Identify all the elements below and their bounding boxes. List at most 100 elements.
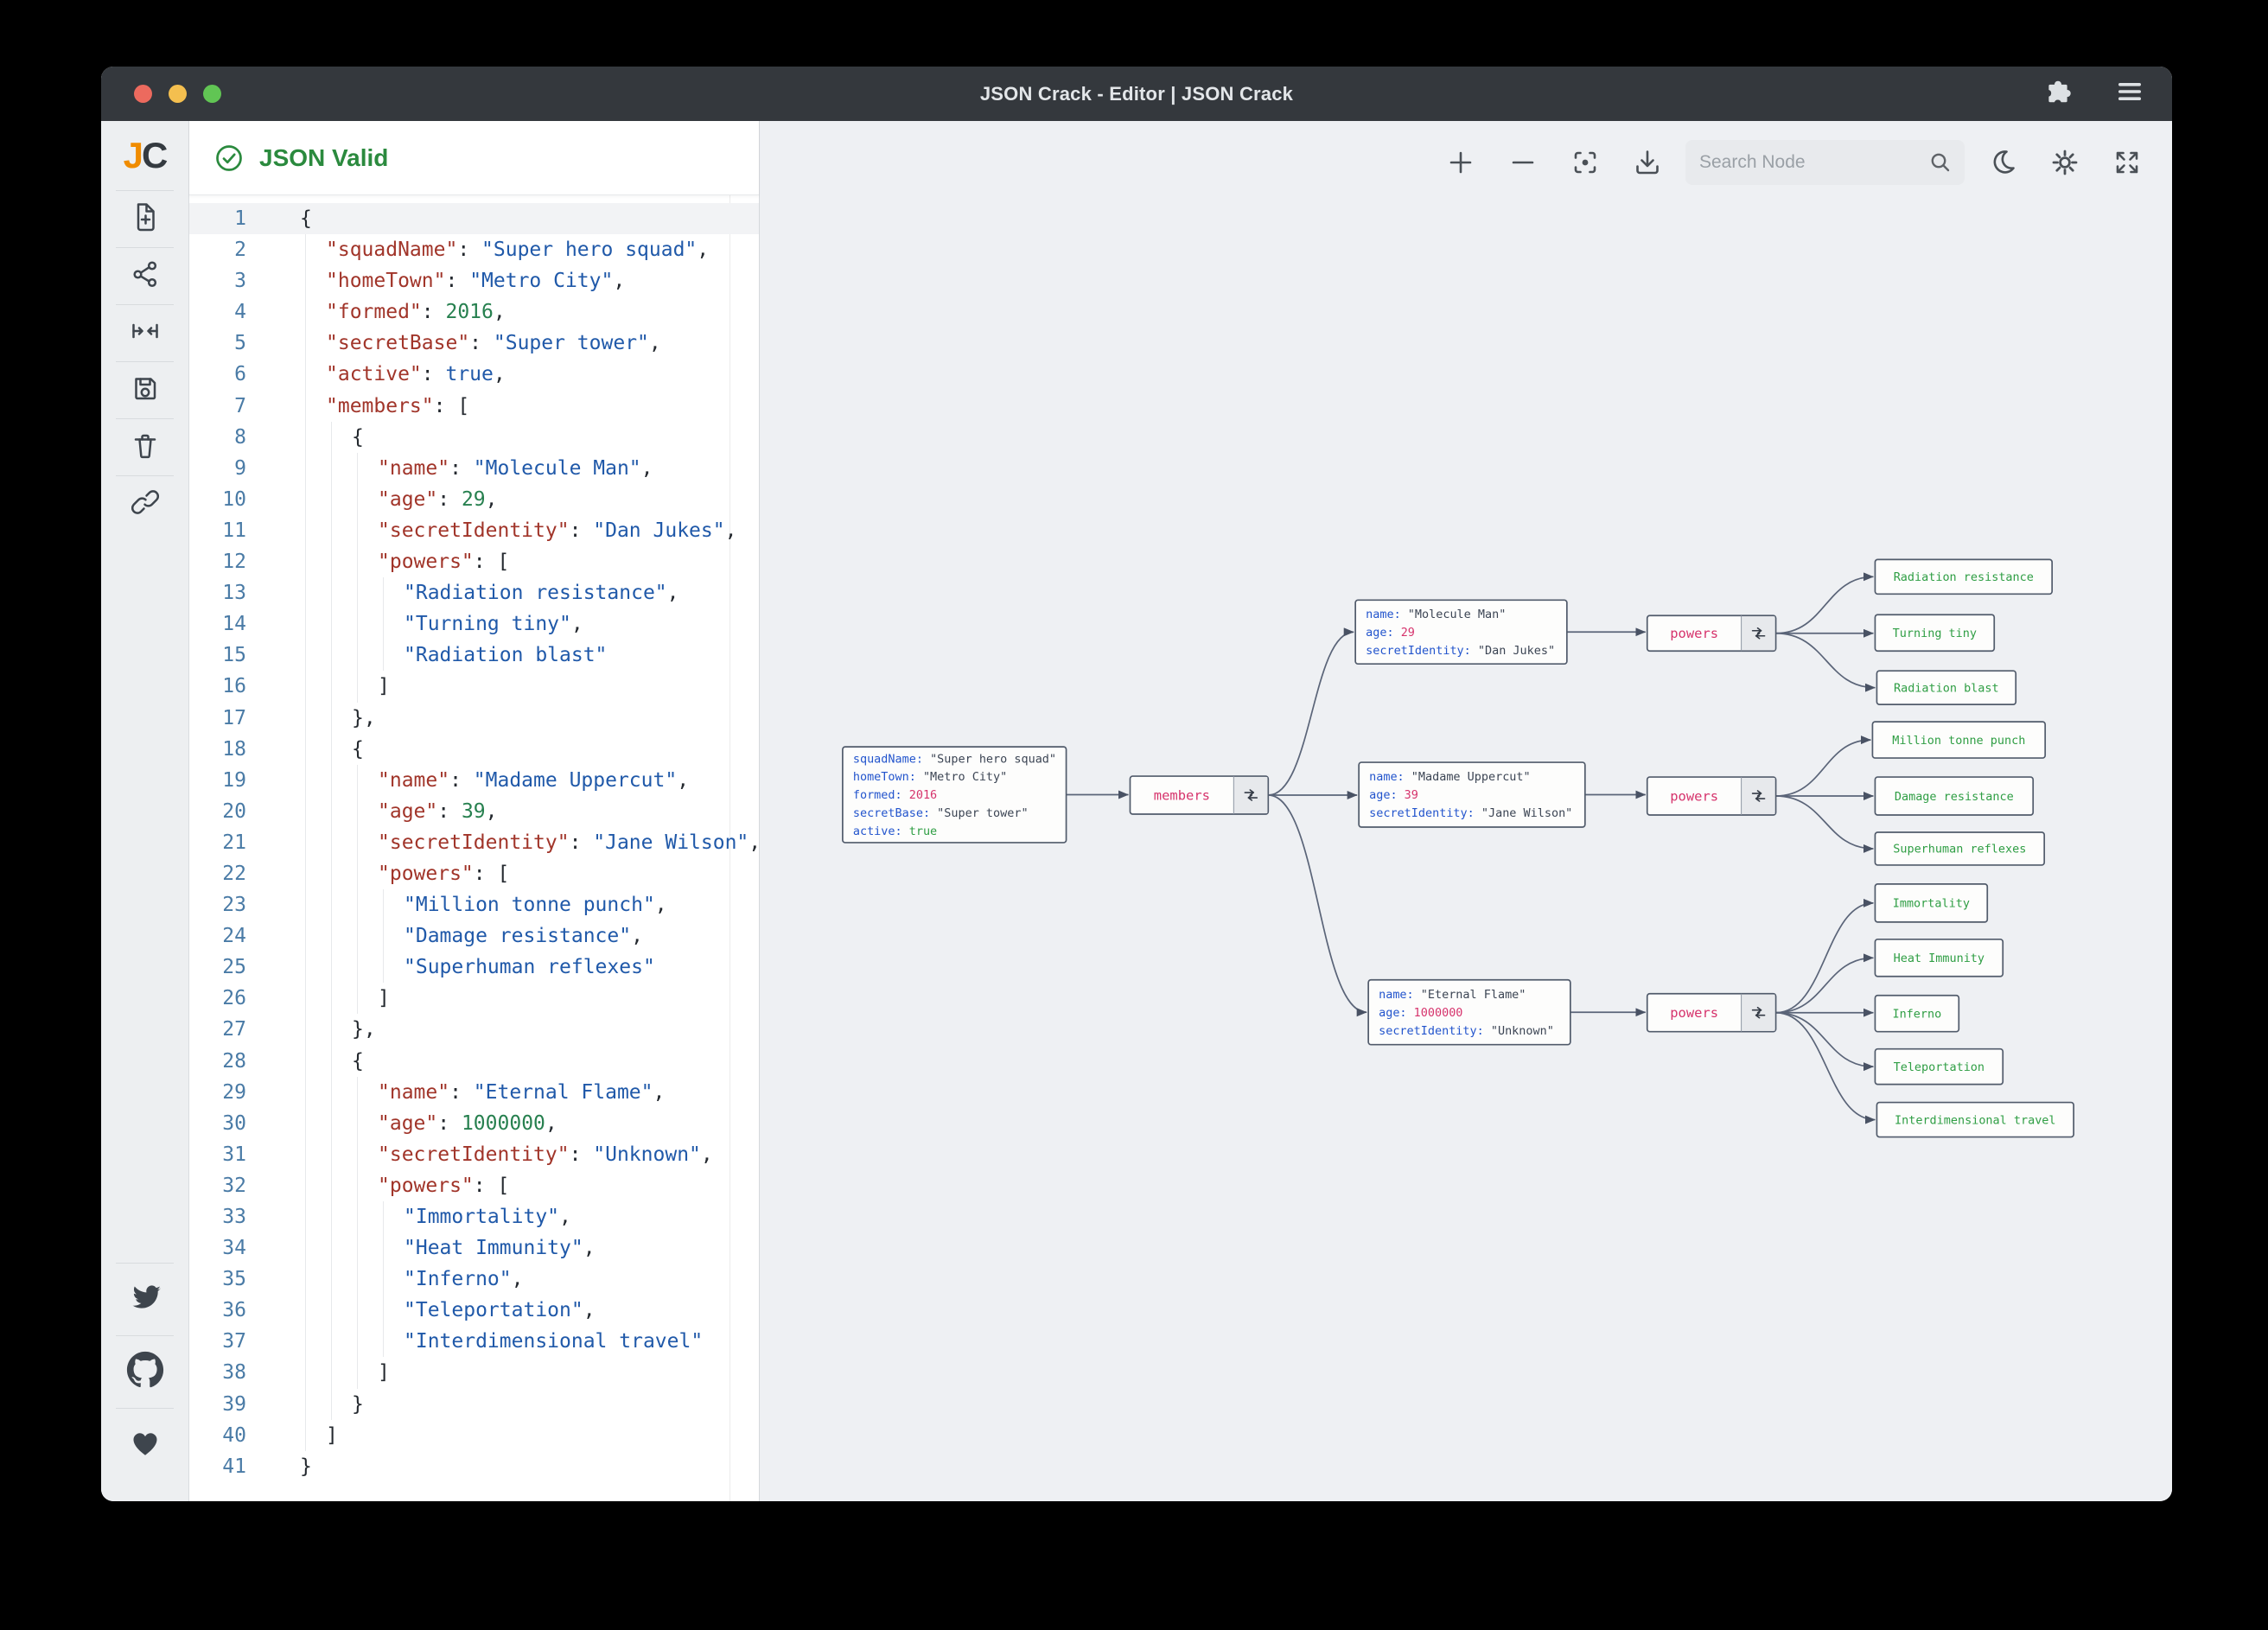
code-line[interactable]: 33"Immortality", bbox=[189, 1201, 759, 1233]
collapse-node-icon[interactable] bbox=[1244, 789, 1258, 801]
code-line[interactable]: 28{ bbox=[189, 1045, 759, 1077]
menu-icon[interactable] bbox=[2115, 79, 2144, 109]
code-line[interactable]: 24"Damage resistance", bbox=[189, 920, 759, 952]
search-icon[interactable] bbox=[1928, 150, 1953, 175]
code-line[interactable]: 41} bbox=[189, 1451, 759, 1482]
search-node-input[interactable] bbox=[1698, 151, 1928, 174]
fullscreen-button[interactable] bbox=[2108, 143, 2146, 181]
graph-node-members[interactable]: members bbox=[1129, 775, 1270, 815]
editor-scrollbar[interactable] bbox=[729, 195, 760, 1501]
code-line[interactable]: 3"homeTown": "Metro City", bbox=[189, 265, 759, 297]
code-line[interactable]: 14"Turning tiny", bbox=[189, 608, 759, 640]
code-line[interactable]: 9"name": "Molecule Man", bbox=[189, 452, 759, 484]
settings-gear-icon[interactable] bbox=[2046, 143, 2084, 181]
code-line[interactable]: 13"Radiation resistance", bbox=[189, 577, 759, 609]
code-line[interactable]: 34"Heat Immunity", bbox=[189, 1232, 759, 1264]
graph-node-l35[interactable]: Interdimensional travel bbox=[1876, 1101, 2074, 1138]
collapse-node-icon[interactable] bbox=[1751, 627, 1766, 640]
code-line[interactable]: 31"secretIdentity": "Unknown", bbox=[189, 1138, 759, 1170]
graph-node-l33[interactable]: Inferno bbox=[1874, 994, 1960, 1033]
extensions-puzzle-icon[interactable] bbox=[2042, 76, 2074, 111]
code-line[interactable]: 23"Million tonne punch", bbox=[189, 889, 759, 921]
code-line[interactable]: 26] bbox=[189, 983, 759, 1015]
graph-node-p1[interactable]: powers bbox=[1646, 614, 1777, 653]
code-line[interactable]: 16] bbox=[189, 671, 759, 703]
zoom-out-button[interactable] bbox=[1504, 143, 1542, 181]
graph-node-p3[interactable]: powers bbox=[1646, 992, 1777, 1033]
sidebar-item-share-link[interactable] bbox=[101, 475, 188, 532]
zoom-in-button[interactable] bbox=[1442, 143, 1480, 181]
code-line[interactable]: 19"name": "Madame Uppercut", bbox=[189, 764, 759, 796]
graph-node-m1[interactable]: name: "Molecule Man"age: 29secretIdentit… bbox=[1354, 599, 1568, 665]
code-area[interactable]: 1{2"squadName": "Super hero squad",3"hom… bbox=[189, 195, 759, 1501]
collapse-node-icon[interactable] bbox=[1751, 790, 1766, 802]
code-line[interactable]: 37"Interdimensional travel" bbox=[189, 1326, 759, 1358]
collapse-node-icon[interactable] bbox=[1751, 1006, 1766, 1019]
code-line[interactable]: 18{ bbox=[189, 733, 759, 765]
sidebar-item-graph-view[interactable] bbox=[101, 247, 188, 304]
graph-node-l34[interactable]: Teleportation bbox=[1874, 1047, 2004, 1086]
code-line[interactable]: 25"Superhuman reflexes" bbox=[189, 952, 759, 984]
graph-node-p2[interactable]: powers bbox=[1646, 776, 1777, 816]
code-line[interactable]: 27}, bbox=[189, 1014, 759, 1046]
download-image-button[interactable] bbox=[1628, 143, 1666, 181]
indent-guide bbox=[331, 889, 332, 921]
sidebar-item-sponsor[interactable] bbox=[101, 1408, 188, 1480]
logo-c: C bbox=[142, 135, 168, 175]
code-line[interactable]: 38] bbox=[189, 1357, 759, 1389]
sidebar-item-github[interactable] bbox=[101, 1335, 188, 1408]
code-line[interactable]: 15"Radiation blast" bbox=[189, 640, 759, 672]
code-line[interactable]: 4"formed": 2016, bbox=[189, 296, 759, 328]
code-line[interactable]: 20"age": 39, bbox=[189, 795, 759, 827]
code-line[interactable]: 40] bbox=[189, 1419, 759, 1451]
graph-node-l13[interactable]: Radiation blast bbox=[1876, 670, 2017, 705]
indent-guide bbox=[305, 1201, 306, 1233]
center-view-button[interactable] bbox=[1566, 143, 1604, 181]
line-number: 40 bbox=[222, 1423, 246, 1447]
minimize-button[interactable] bbox=[169, 85, 187, 103]
code-line[interactable]: 29"name": "Eternal Flame", bbox=[189, 1076, 759, 1108]
sidebar-item-twitter[interactable] bbox=[101, 1263, 188, 1335]
sidebar-item-save[interactable] bbox=[101, 361, 188, 418]
code-line[interactable]: 39} bbox=[189, 1388, 759, 1420]
graph-node-l23[interactable]: Superhuman reflexes bbox=[1874, 831, 2046, 866]
code-line[interactable]: 2"squadName": "Super hero squad", bbox=[189, 234, 759, 266]
graph-node-l21[interactable]: Million tonne punch bbox=[1871, 721, 2047, 759]
code-line[interactable]: 1{ bbox=[189, 203, 759, 235]
graph-node-m2[interactable]: name: "Madame Uppercut"age: 39secretIden… bbox=[1358, 761, 1586, 828]
code-text: "members": [ bbox=[326, 394, 470, 417]
node-label: powers bbox=[1670, 789, 1718, 805]
close-button[interactable] bbox=[134, 85, 152, 103]
code-line[interactable]: 32"powers": [ bbox=[189, 1169, 759, 1201]
sidebar-item-fold-width[interactable] bbox=[101, 304, 188, 361]
code-line[interactable]: 17}, bbox=[189, 702, 759, 734]
code-line[interactable]: 36"Teleportation", bbox=[189, 1295, 759, 1327]
graph-node-l32[interactable]: Heat Immunity bbox=[1874, 938, 2004, 977]
graph-node-l12[interactable]: Turning tiny bbox=[1874, 614, 1996, 653]
zoom-button[interactable] bbox=[203, 85, 221, 103]
code-line[interactable]: 21"secretIdentity": "Jane Wilson", bbox=[189, 826, 759, 858]
graph-node-root[interactable]: squadName: "Super hero squad"homeTown: "… bbox=[842, 746, 1067, 844]
code-line[interactable]: 8{ bbox=[189, 421, 759, 453]
code-line[interactable]: 5"secretBase": "Super tower", bbox=[189, 328, 759, 360]
dark-mode-toggle[interactable] bbox=[1984, 143, 2022, 181]
code-text: ] bbox=[378, 675, 390, 698]
code-line[interactable]: 22"powers": [ bbox=[189, 857, 759, 890]
code-line[interactable]: 12"powers": [ bbox=[189, 546, 759, 578]
sidebar-item-delete[interactable] bbox=[101, 418, 188, 475]
code-line[interactable]: 10"age": 29, bbox=[189, 483, 759, 515]
graph-node-l22[interactable]: Damage resistance bbox=[1874, 776, 2035, 816]
code-line[interactable]: 6"active": true, bbox=[189, 359, 759, 391]
graph-node-l11[interactable]: Radiation resistance bbox=[1874, 558, 2054, 595]
graph-node-m3[interactable]: name: "Eternal Flame"age: 1000000secretI… bbox=[1367, 978, 1571, 1046]
graph-node-l31[interactable]: Immortality bbox=[1874, 883, 1989, 923]
code-line[interactable]: 35"Inferno", bbox=[189, 1264, 759, 1296]
code-line[interactable]: 11"secretIdentity": "Dan Jukes", bbox=[189, 514, 759, 547]
sidebar-item-new-document[interactable] bbox=[101, 190, 188, 247]
code-line[interactable]: 7"members": [ bbox=[189, 390, 759, 422]
traffic-lights bbox=[134, 85, 221, 103]
indent-guide bbox=[305, 1388, 306, 1420]
graph-canvas[interactable]: squadName: "Super hero squad"homeTown: "… bbox=[760, 121, 2172, 1501]
code-line[interactable]: 30"age": 1000000, bbox=[189, 1107, 759, 1139]
